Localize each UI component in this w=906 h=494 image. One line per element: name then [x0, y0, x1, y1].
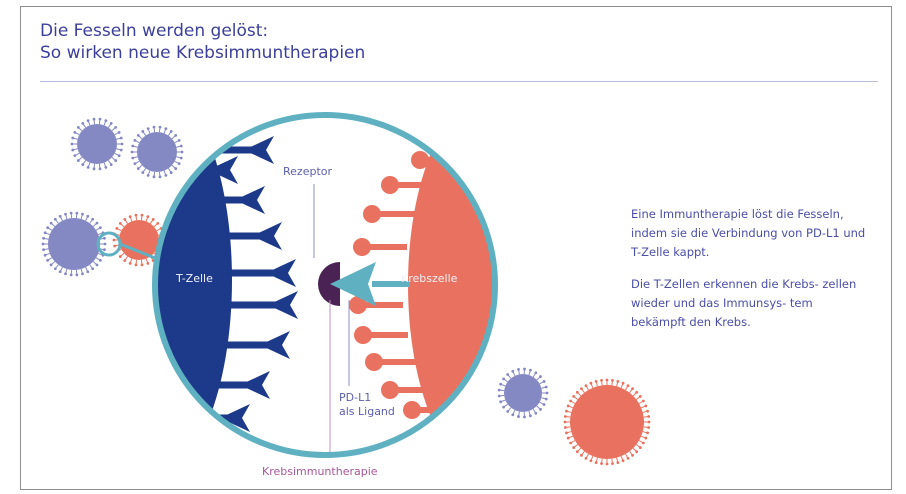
pd-l1-label: PD-L1 als Ligand — [339, 391, 395, 419]
cancer-cell-small — [564, 379, 651, 466]
description-paragraph-1: Eine Immuntherapie löst die Fesseln, ind… — [631, 205, 871, 262]
description-paragraph-2: Die T-Zellen erkennen die Krebs- zellen … — [631, 275, 871, 332]
krebszelle-label: Krebszelle — [401, 272, 457, 286]
rezeptor-label: Rezeptor — [283, 165, 332, 179]
description: Eine Immuntherapie löst die Fesseln, ind… — [631, 205, 871, 345]
t-zelle-label: T-Zelle — [176, 272, 213, 286]
virus-cell — [498, 368, 549, 419]
pd-l1-label-line-2: als Ligand — [339, 405, 395, 419]
pd-l1-label-line-1: PD-L1 — [339, 391, 395, 405]
virus-cell — [131, 126, 184, 178]
virus-cell — [71, 118, 124, 170]
krebsimmuntherapie-label: Krebsimmuntherapie — [262, 465, 378, 479]
